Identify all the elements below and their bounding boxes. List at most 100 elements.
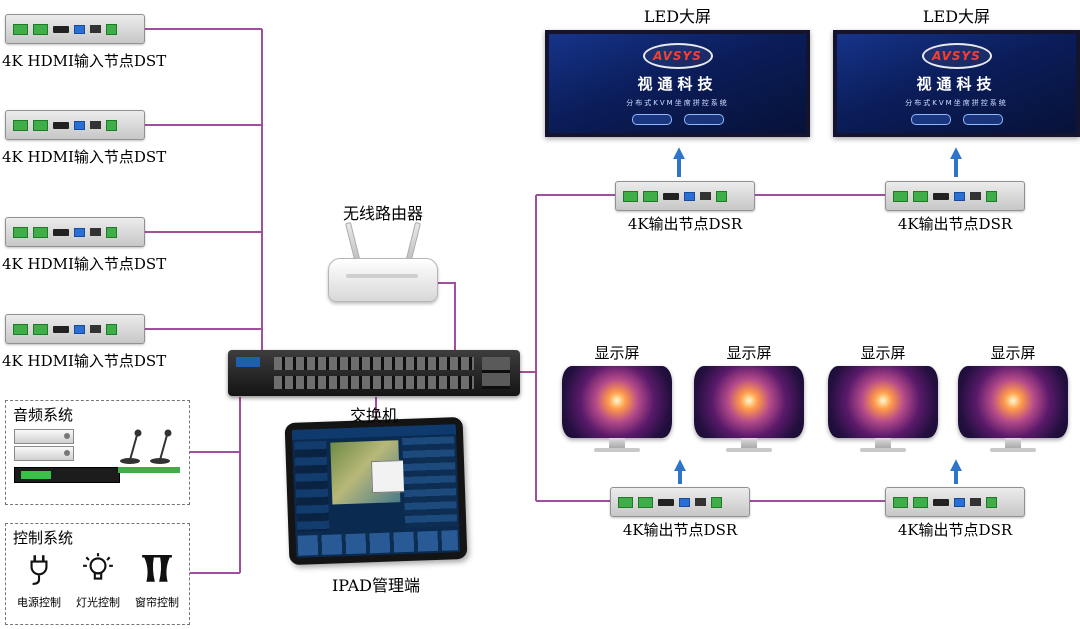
- dst-node-label-2: 4K HDMI输入节点DST: [2, 148, 167, 166]
- usb-port-icon: [954, 191, 965, 201]
- terminal-block-icon: [711, 496, 722, 508]
- amplifier-unit-icon: [14, 446, 74, 461]
- display-label-3: 显示屏: [860, 344, 906, 362]
- terminal-block-icon: [893, 496, 908, 508]
- avsys-logo-icon: AVSYS: [642, 42, 713, 69]
- lan-port-icon: [970, 498, 981, 506]
- lan-port-icon: [90, 228, 101, 236]
- lan-port-icon: [970, 192, 981, 200]
- led-buttons: [910, 113, 1003, 125]
- led-screen-label-2: LED大屏: [922, 7, 991, 26]
- terminal-block-icon: [106, 119, 117, 131]
- terminal-block-icon: [33, 226, 48, 238]
- terminal-block-icon: [106, 226, 117, 238]
- monitor-screen: [694, 366, 804, 438]
- dsr-output-node-device-4: [885, 487, 1025, 517]
- dsr-output-node-device-2: [885, 181, 1025, 211]
- led-pill-icon: [962, 113, 1003, 125]
- avsys-brand-text: AVSYS: [932, 48, 981, 63]
- lan-port-icon: [90, 325, 101, 333]
- terminal-block-icon: [13, 323, 28, 335]
- lan-port-icon: [90, 25, 101, 33]
- curtain-control-label: 窗帘控制: [135, 596, 179, 609]
- switch-port-row-icon: [274, 357, 474, 370]
- dsr-node-label-4: 4K输出节点DSR: [897, 521, 1013, 539]
- monitor-base-icon: [594, 448, 640, 452]
- hdmi-port-icon: [663, 192, 679, 200]
- lan-port-icon: [90, 121, 101, 129]
- audio-system-title: 音频系统: [13, 406, 74, 424]
- dsr-output-node-device-3: [610, 487, 750, 517]
- terminal-block-icon: [893, 190, 908, 202]
- brand-cn-text: 视通科技: [637, 74, 718, 93]
- dst-input-node-device-3: [5, 217, 145, 247]
- hdmi-port-icon: [53, 121, 69, 129]
- power-control-item: 电源控制: [10, 552, 68, 610]
- light-control-label: 灯光控制: [76, 596, 120, 609]
- ipad-label: IPAD管理端: [331, 576, 420, 595]
- display-label-1: 显示屏: [594, 344, 640, 362]
- brand-cn-text: 视通科技: [916, 74, 997, 93]
- control-system-box: 控制系统 电源控制 灯光控制 窗帘控制: [5, 523, 190, 625]
- control-system-title: 控制系统: [13, 529, 74, 547]
- monitor-screen: [562, 366, 672, 438]
- terminal-block-icon: [106, 23, 117, 35]
- curtain-icon: [142, 554, 172, 582]
- monitor-screen: [958, 366, 1068, 438]
- terminal-block-icon: [638, 496, 653, 508]
- led-pill-icon: [910, 113, 951, 125]
- usb-port-icon: [74, 120, 85, 130]
- hdmi-port-icon: [53, 325, 69, 333]
- terminal-block-icon: [913, 190, 928, 202]
- ipad-ui-chart-popup: [370, 459, 407, 494]
- monitor-stand-icon: [1005, 438, 1021, 448]
- ipad-ui-thumbnails: [297, 530, 459, 556]
- router-label: 无线路由器: [342, 204, 423, 223]
- terminal-block-icon: [13, 23, 28, 35]
- usb-port-icon: [684, 191, 695, 201]
- power-control-label: 电源控制: [17, 596, 61, 609]
- display-label-4: 显示屏: [990, 344, 1036, 362]
- sfp-ports-icon: [482, 357, 510, 389]
- switch-port-row-icon: [274, 376, 474, 389]
- led-subtitle-text: 分布式KVM坐席拼控系统: [905, 98, 1008, 107]
- usb-port-icon: [74, 24, 85, 34]
- avsys-brand-text: AVSYS: [653, 48, 702, 63]
- dst-node-label-1: 4K HDMI输入节点DST: [2, 52, 167, 70]
- terminal-block-icon: [623, 190, 638, 202]
- monitor-base-icon: [860, 448, 906, 452]
- switch-label: 交换机: [349, 406, 398, 425]
- hdmi-port-icon: [53, 25, 69, 33]
- monitor-stand-icon: [875, 438, 891, 448]
- router-vent-icon: [346, 274, 418, 278]
- ipad-screen: [291, 424, 461, 558]
- display-monitor-1: [562, 366, 672, 456]
- dst-input-node-device-1: [5, 14, 145, 44]
- curtain-control-item: 窗帘控制: [128, 552, 186, 610]
- hdmi-port-icon: [53, 228, 69, 236]
- light-bulb-icon: [83, 553, 113, 580]
- terminal-block-icon: [986, 496, 997, 508]
- usb-port-icon: [954, 497, 965, 507]
- display-monitor-2: [694, 366, 804, 456]
- lan-port-icon: [700, 192, 711, 200]
- audio-processor-icon: [14, 467, 120, 483]
- terminal-block-icon: [33, 119, 48, 131]
- dst-node-label-4: 4K HDMI输入节点DST: [2, 352, 167, 370]
- avsys-logo-icon: AVSYS: [921, 42, 992, 69]
- hdmi-port-icon: [658, 498, 674, 506]
- terminal-block-icon: [716, 190, 727, 202]
- microphone-icon: [150, 429, 172, 464]
- usb-port-icon: [679, 497, 690, 507]
- ipad-ui-panel: [402, 436, 458, 528]
- usb-port-icon: [74, 227, 85, 237]
- led-pill-icon: [631, 113, 672, 125]
- monitor-stand-icon: [741, 438, 757, 448]
- display-label-2: 显示屏: [726, 344, 772, 362]
- dsr-node-label-1: 4K输出节点DSR: [627, 215, 743, 233]
- terminal-block-icon: [986, 190, 997, 202]
- dsr-node-label-2: 4K输出节点DSR: [897, 215, 1013, 233]
- led-wall-screen-1: AVSYS 视通科技 分布式KVM坐席拼控系统: [545, 30, 810, 137]
- terminal-block-icon: [106, 323, 117, 335]
